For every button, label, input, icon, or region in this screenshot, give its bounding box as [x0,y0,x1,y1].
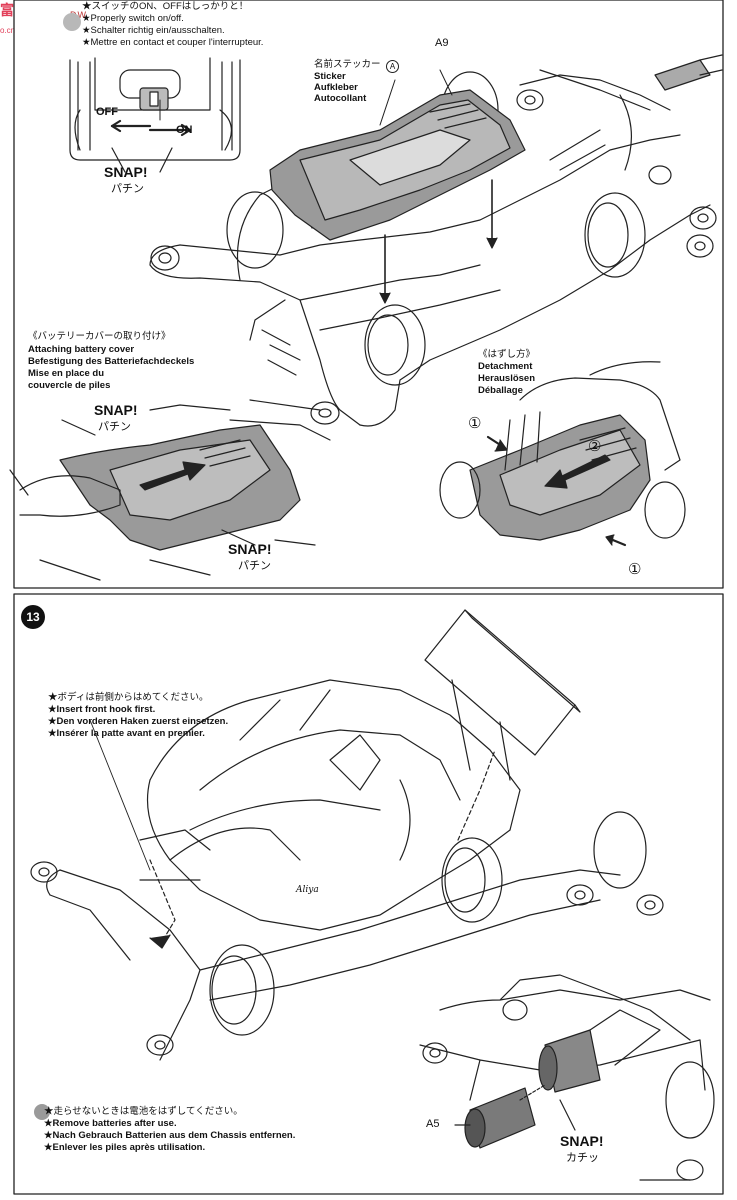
watermark-domain: o.cn [0,26,16,35]
switch-note-de: ★Schalter richtig ein/ausschalten. [82,25,225,36]
battery-snap-label: SNAP! [560,1133,604,1149]
attach-cover-illustration [9,399,331,581]
battery-note-de: ★Nach Gebrauch Batterien aus dem Chassis… [44,1130,296,1141]
detach-title-de: Herauslösen [478,373,536,384]
battery-note-fr: ★Enlever les piles après utilisation. [44,1142,206,1153]
attach-title-jp: 《バッテリーカバーの取り付け》 [28,331,171,342]
battery-cover-a9-illustration [269,69,526,241]
battery-note-jp: ★走らせないときは電池をはずしてください。 [44,1106,243,1117]
attach-snap-2-jp: パチン [238,560,271,572]
body-note-de: ★Den vorderen Haken zuerst einsetzen. [48,716,229,727]
switch-note-en: ★Properly switch on/off. [82,13,184,24]
sticker-de: Aufkleber [314,82,358,93]
step-number-badge: 13 [21,605,45,629]
note-marker-icon-top [63,13,81,31]
switch-on-label: ON [176,124,193,136]
attach-title-en: Attaching battery cover [28,344,135,355]
sticker-fr: Autocollant [314,93,367,104]
sticker-part-label: A9 [435,37,449,49]
detach-title-jp: 《はずし方》 [478,349,536,360]
battery-snap-jp: カチッ [566,1152,599,1164]
note-marker-icon [34,1104,50,1120]
switch-snap-jp: パチン [111,183,144,195]
detach-title-en: Detachment [478,361,533,372]
detach-step-1a: ① [468,415,482,432]
step13-panel-border [13,593,724,1195]
attach-snap-2: SNAP! [228,541,272,557]
battery-note-en: ★Remove batteries after use. [44,1118,177,1129]
watermark-logo: 富 [0,2,14,18]
body-logo: Aliya [296,885,319,895]
attach-title-fr1: Mise en place du [28,368,105,379]
detach-title-fr: Déballage [478,385,523,396]
watermark-site: DW [70,10,87,20]
switch-note-fr: ★Mettre en contact et couper l'interrupt… [82,37,264,48]
switch-off-label: OFF [96,106,118,118]
detach-step-1b: ① [628,561,642,578]
sticker-en: Sticker [314,71,346,82]
attach-snap-1: SNAP! [94,402,138,418]
battery-removal-illustration [419,974,715,1181]
detach-step-2: ② [588,438,602,455]
body-note-jp: ★ボディは前側からはめてください。 [48,692,209,703]
attach-title-fr2: couvercle de piles [28,380,111,391]
body-note-fr: ★Insérer la patte avant en premier. [48,728,205,739]
car-body-illustration [30,609,664,1061]
attach-title-de: Befestigung des Batteriefachdeckels [28,356,195,367]
sticker-marker: A [386,60,399,73]
attach-snap-1-jp: パチン [98,421,131,433]
switch-snap-label: SNAP! [104,164,148,180]
chassis-illustration [149,54,723,427]
switch-note-jp: ★スイッチのON、OFFはしっかりと！ [82,1,249,12]
battery-part-label: A5 [426,1118,440,1130]
upper-panel-border [13,0,724,589]
body-note-en: ★Insert front hook first. [48,704,156,715]
switch-detail-illustration [69,57,241,173]
detach-cover-illustration [439,361,686,547]
sticker-jp: 名前ステッカー [314,59,381,70]
